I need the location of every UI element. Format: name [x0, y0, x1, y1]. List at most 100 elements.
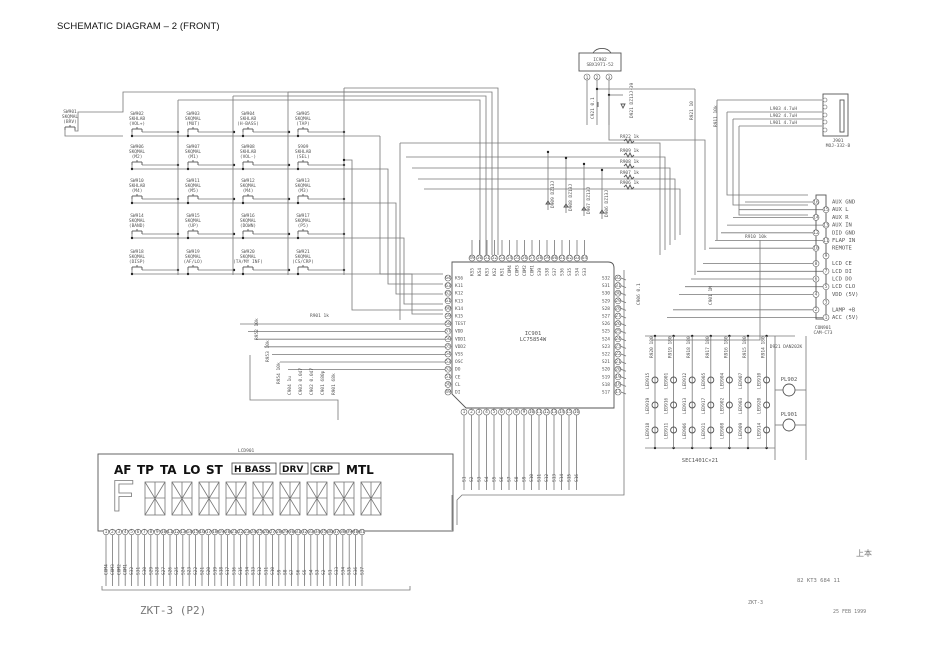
led-resistor-label: R918 180 [686, 336, 692, 358]
pin-circle [822, 298, 830, 306]
pin-circle [490, 408, 498, 416]
switch-type: SKQMAL [129, 149, 146, 155]
pin-number: 37 [334, 529, 340, 535]
lcd-indicator: ST [206, 463, 224, 477]
pin-circle [269, 528, 276, 536]
junction-dot [564, 156, 568, 160]
pin-circle [483, 408, 490, 416]
switch-ref: SW911 [186, 178, 200, 184]
pin-circle [102, 528, 110, 536]
junction-dot [296, 201, 300, 205]
pin-number: 10 [529, 409, 535, 415]
led-label: LED920 [757, 397, 763, 414]
pin-circle [520, 408, 528, 416]
pin-circle [468, 254, 476, 262]
ic901-bottom-s-label: S8 [514, 476, 520, 482]
pin-number: 26 [615, 321, 621, 327]
ic901-right-pin-label: S26 [602, 321, 610, 327]
switch-type: SKQMAL [185, 183, 202, 189]
lcd-first-char: F [110, 472, 135, 521]
ic901-bottom-s-label: S2 [469, 476, 475, 482]
pin-circle [614, 305, 622, 312]
lcd-pin-label: S28 [155, 567, 161, 575]
wiring [64, 80, 823, 591]
wire [620, 315, 627, 319]
wire [620, 277, 627, 281]
ic901-bottom-s-label: S7 [507, 476, 513, 482]
pin-circle [812, 229, 820, 237]
zener-diode-icon [581, 206, 587, 211]
ic901-right-pin-label: S18 [602, 382, 610, 388]
passive-label: C904 1u [287, 376, 293, 395]
connector-pin-label: LCD CLO [832, 284, 855, 290]
wire [738, 126, 808, 216]
connector-pin-label: AUX GND [832, 200, 855, 206]
pin-number: 33 [308, 529, 314, 535]
wire [412, 167, 671, 245]
led-label: LED913 [682, 397, 688, 414]
lcd-pin-label: S25 [174, 567, 180, 575]
connector-pin-label: DID GND [832, 230, 855, 236]
lcd-pin-label: S29 [148, 567, 154, 575]
ic902-body [578, 52, 622, 72]
pin-number: 11 [167, 529, 173, 535]
pin-circle [565, 408, 573, 416]
pin-circle [326, 528, 334, 536]
switch-function: (VOL+) [129, 121, 145, 127]
led-label: LED902 [719, 397, 725, 414]
pin-number: 2 [111, 529, 114, 535]
pin-number: 14 [813, 215, 819, 221]
ic901-right-pin-label: S24 [602, 336, 610, 342]
led-resistor-label: R916 180 [723, 336, 729, 358]
pin-circle [460, 408, 468, 416]
switch-type: SKQMAL [295, 218, 312, 224]
pin-number: 63 [445, 283, 451, 289]
pin-circle [822, 314, 830, 321]
pin-number: 15 [823, 207, 829, 213]
pin-circle [346, 528, 353, 536]
pin-circle [275, 528, 282, 536]
led-icon [744, 401, 752, 409]
wire [620, 376, 627, 380]
ic901-bottom-s-label: S3 [477, 476, 483, 482]
lcd-pin-label: S7 [289, 569, 295, 575]
lcd-pin-label: S30 [142, 567, 148, 575]
lamp-icon [782, 418, 796, 432]
pin-number: 9 [156, 529, 159, 535]
switch-ref: SW910 [130, 178, 144, 184]
switch-type: SKHLAB [240, 149, 257, 155]
pin-number: 58 [445, 321, 451, 327]
connector-pin-label: AUX R [832, 215, 849, 221]
pin-number: 62 [445, 290, 451, 296]
zener-diode-icon [545, 200, 551, 205]
led-label: LED907 [738, 372, 744, 389]
wire [620, 285, 627, 288]
pin-number: 39 [346, 529, 352, 535]
switch-function: (H-BASS) [237, 121, 259, 127]
pin-circle [475, 408, 483, 416]
lcd-pin-label: S36 [353, 567, 359, 575]
pin-number: 9 [825, 253, 828, 259]
ic901-left-pin-label: VDD [455, 329, 463, 335]
ic901-bottom-s-label: S1 [462, 476, 468, 482]
wire [726, 112, 808, 196]
ic901-right-pin-label: S27 [602, 314, 610, 320]
wire [620, 308, 627, 311]
ic901-left-pin-label: CL [455, 382, 461, 388]
led-icon [651, 401, 659, 409]
pin-circle [444, 274, 452, 282]
ic901-bottom-s-label: S6 [499, 476, 505, 482]
pin-number: 9 [523, 409, 526, 415]
junction-dot [130, 167, 134, 171]
pin-number: 18 [212, 529, 218, 535]
ic901-ref: IC901 [525, 331, 542, 337]
led-icon [763, 401, 771, 409]
pin-number: 18 [615, 382, 621, 388]
